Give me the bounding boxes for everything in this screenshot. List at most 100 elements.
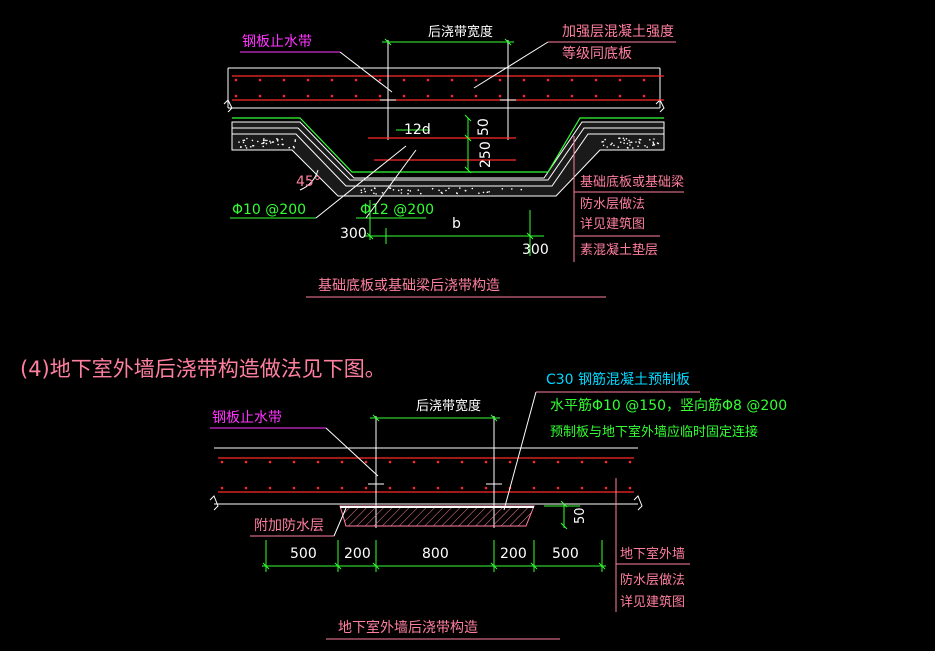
bottom-notes: 地下室外墙 防水层做法 详见建筑图 bbox=[615, 478, 690, 612]
gravel-dot bbox=[409, 190, 412, 192]
gravel-dot bbox=[364, 190, 367, 193]
top-phi12-leader bbox=[365, 149, 417, 219]
gravel-dot bbox=[360, 189, 363, 191]
top-note-2: 防水层做法 bbox=[580, 196, 645, 212]
rebar-dot bbox=[450, 94, 454, 98]
gravel-dot bbox=[652, 144, 654, 146]
rebar-dot bbox=[436, 486, 440, 490]
gravel-dot bbox=[471, 187, 474, 190]
gravel-dot bbox=[511, 188, 513, 190]
top-phi10-leader bbox=[315, 145, 407, 219]
bottom-dims-horizontal bbox=[262, 540, 606, 572]
top-rebar-phi12: Φ12 @200 bbox=[360, 202, 434, 218]
gravel-dot bbox=[625, 138, 628, 140]
gravel-dot bbox=[294, 139, 297, 141]
bottom-caption: 地下室外墙后浇带构造 bbox=[338, 619, 478, 636]
gravel-dot bbox=[438, 189, 440, 192]
gravel-dot bbox=[629, 144, 631, 146]
bottom-waterstop-leader bbox=[325, 427, 379, 477]
gravel-dot bbox=[627, 147, 629, 149]
gravel-dot bbox=[440, 191, 443, 194]
rebar-dot bbox=[498, 78, 502, 82]
rebar-dot bbox=[580, 460, 584, 464]
bottom-note-2: 防水层做法 bbox=[620, 572, 685, 588]
gravel-dot bbox=[375, 193, 377, 195]
top-waterstop-label: 钢板止水带 bbox=[242, 34, 312, 50]
top-dim-b: b bbox=[452, 216, 461, 232]
bottom-extra-waterproof-label: 附加防水层 bbox=[254, 518, 324, 534]
top-post-width-label: 后浇带宽度 bbox=[428, 24, 493, 40]
rebar-dot bbox=[460, 486, 464, 490]
gravel-dot bbox=[392, 189, 395, 191]
rebar-dot bbox=[642, 78, 646, 82]
gravel-dot bbox=[431, 187, 434, 190]
bottom-wall-outline bbox=[209, 447, 643, 511]
rebar-dot bbox=[234, 78, 238, 82]
gravel-dot bbox=[257, 140, 259, 143]
bottom-extra-waterproof-leader bbox=[333, 507, 347, 537]
rebar-dot bbox=[316, 460, 320, 464]
rebar-dot bbox=[580, 486, 584, 490]
gravel-dot bbox=[626, 142, 629, 145]
rebar-dot bbox=[532, 460, 536, 464]
gravel-dot bbox=[619, 141, 622, 143]
gravel-dot bbox=[373, 192, 375, 195]
gravel-dot bbox=[264, 139, 267, 142]
rebar-dot bbox=[220, 460, 224, 464]
gravel-dot bbox=[630, 141, 633, 143]
top-dims-vertical bbox=[396, 114, 472, 174]
rebar-dot bbox=[234, 94, 238, 98]
rebar-dot bbox=[618, 78, 622, 82]
gravel-dot bbox=[653, 138, 655, 140]
bottom-dim-50: 50 bbox=[573, 507, 588, 524]
gravel-dot bbox=[265, 142, 268, 145]
rebar-dot bbox=[484, 460, 488, 464]
rebar-dot bbox=[268, 460, 272, 464]
gravel-dot bbox=[482, 191, 485, 194]
gravel-dot bbox=[363, 188, 366, 190]
rebar-dot bbox=[354, 78, 358, 82]
rebar-dot bbox=[522, 94, 526, 98]
gravel-dot bbox=[242, 141, 245, 144]
bottom-precast-leader bbox=[503, 391, 537, 511]
rebar-dot bbox=[570, 94, 574, 98]
rebar-dot bbox=[508, 460, 512, 464]
rebar-dot bbox=[330, 94, 334, 98]
top-rebar bbox=[232, 75, 664, 101]
rebar-dot bbox=[426, 78, 430, 82]
rebar-dot bbox=[292, 460, 296, 464]
gravel-dot bbox=[601, 141, 603, 143]
rebar-dot bbox=[258, 94, 262, 98]
top-angle-label: 45° bbox=[296, 174, 321, 190]
gravel-dot bbox=[252, 144, 254, 147]
rebar-dot bbox=[378, 78, 382, 82]
rebar-dot bbox=[388, 486, 392, 490]
rebar-dot bbox=[570, 78, 574, 82]
gravel-dot bbox=[407, 192, 409, 195]
gravel-dot bbox=[520, 188, 523, 191]
gravel-dot bbox=[628, 139, 630, 142]
gravel-dot bbox=[613, 144, 615, 147]
gravel-dot bbox=[245, 147, 248, 149]
top-dim-12d: 12d bbox=[404, 122, 431, 138]
gravel-dot bbox=[646, 146, 648, 148]
top-gravel-stipple bbox=[238, 137, 660, 195]
rebar-dot bbox=[316, 486, 320, 490]
top-reinforce-label-1: 加强层混凝土强度 bbox=[562, 24, 674, 40]
gravel-dot bbox=[629, 141, 631, 144]
gravel-dot bbox=[238, 141, 240, 143]
gravel-dot bbox=[486, 191, 489, 193]
top-rebar-phi10: Φ10 @200 bbox=[232, 202, 306, 218]
rebar-dot bbox=[306, 78, 310, 82]
gravel-dot bbox=[407, 189, 410, 191]
bottom-rebar bbox=[218, 457, 634, 493]
rebar-dot bbox=[474, 78, 478, 82]
rebar-dot bbox=[594, 94, 598, 98]
top-strip-lines bbox=[380, 40, 516, 140]
gravel-dot bbox=[652, 141, 654, 143]
rebar-dot bbox=[628, 486, 632, 490]
gravel-dot bbox=[656, 142, 659, 144]
top-note-4: 素混凝土垫层 bbox=[580, 242, 658, 258]
bottom-rebar-dots bbox=[220, 460, 632, 490]
bottom-precast-slab bbox=[339, 505, 535, 527]
